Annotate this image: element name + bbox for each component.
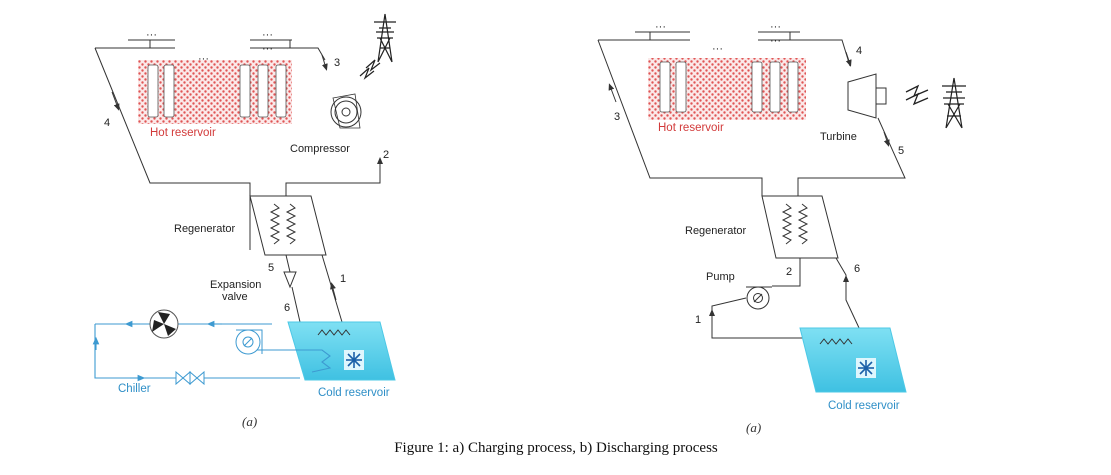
arrow-3a xyxy=(321,54,328,71)
expansion-label-2: valve xyxy=(222,291,248,303)
turbine-label: Turbine xyxy=(820,131,857,143)
sublabel-a: (a) xyxy=(242,414,257,429)
pump-label: Pump xyxy=(706,271,735,283)
state-5b: 5 xyxy=(898,145,904,157)
hot-reservoir-label-a: Hot reservoir xyxy=(150,127,216,139)
header-pipes-b: ··· ··· ··· ··· xyxy=(635,21,800,55)
regenerator-label-a: Regenerator xyxy=(174,223,235,235)
dots-a2: ··· xyxy=(262,29,273,41)
figure-caption: Figure 1: a) Charging process, b) Discha… xyxy=(394,440,718,456)
state-3b: 3 xyxy=(614,111,620,123)
cold-reservoir-a xyxy=(287,321,396,381)
dots-a1: ··· xyxy=(146,29,157,41)
cold-coil-b xyxy=(819,338,853,345)
dots-b2: ··· xyxy=(770,21,781,33)
expansion-label-1: Expansion xyxy=(210,279,261,291)
dots-b3: ··· xyxy=(712,43,723,55)
pylon-icon-b xyxy=(942,77,966,129)
arrow-4b xyxy=(845,51,852,67)
line-1-a xyxy=(321,254,343,323)
state-4b: 4 xyxy=(856,45,862,57)
header-pipes-a: ··· ··· ··· ··· xyxy=(128,29,292,65)
hot-reservoir-label-b: Hot reservoir xyxy=(658,122,724,134)
dots-a4: ··· xyxy=(262,43,273,55)
turbine-icon xyxy=(847,73,887,119)
hot-reservoir-a xyxy=(138,60,292,124)
line-2-b xyxy=(772,258,801,287)
lightning-icon xyxy=(359,59,381,80)
line-5-6-a xyxy=(285,254,301,323)
snowflake-icon-b xyxy=(856,358,876,378)
state-1a: 1 xyxy=(340,273,346,285)
panel-a-charging: ··· ··· ··· ··· Hot reservoir Compressor xyxy=(92,13,396,429)
loop-b-right xyxy=(797,117,906,196)
state-5a: 5 xyxy=(268,262,274,274)
state-6b: 6 xyxy=(854,263,860,275)
loop-b-left xyxy=(597,39,763,196)
chiller-label: Chiller xyxy=(118,383,151,395)
arrow-4a xyxy=(111,91,120,111)
cold-reservoir-b xyxy=(799,327,907,393)
hot-reservoir-b xyxy=(648,58,806,120)
state-2a: 2 xyxy=(383,149,389,161)
dots-b4: ··· xyxy=(770,35,781,47)
loop-a-top xyxy=(95,40,326,61)
arrow-1a xyxy=(330,282,337,301)
storage-tubes-b xyxy=(659,61,799,113)
chiller-loop xyxy=(92,320,332,382)
pump-icon-b xyxy=(746,286,772,310)
pylon-icon xyxy=(374,13,396,63)
loop-a-left xyxy=(94,47,251,250)
arrow-5b xyxy=(883,131,890,147)
dots-b1: ··· xyxy=(655,21,666,33)
fan-icon xyxy=(149,309,179,339)
storage-tubes-a xyxy=(147,64,287,118)
compressor-label: Compressor xyxy=(290,143,350,155)
state-6a: 6 xyxy=(284,302,290,314)
compressor-icon xyxy=(330,93,362,129)
loop-a-right xyxy=(285,160,381,196)
regenerator-a xyxy=(249,195,327,256)
sublabel-b: (a) xyxy=(746,420,761,435)
expansion-valve-icon xyxy=(283,271,297,289)
regenerator-label-b: Regenerator xyxy=(685,225,746,237)
pylon-box xyxy=(934,74,974,132)
regenerator-b xyxy=(761,195,839,259)
dots-a3: ··· xyxy=(198,53,209,65)
panel-b-discharging: ··· ··· ··· ··· Hot reservoir Turbine xyxy=(597,21,974,435)
state-3a: 3 xyxy=(334,57,340,69)
lightning-icon-b xyxy=(905,84,929,106)
state-4a: 4 xyxy=(104,117,110,129)
state-1b: 1 xyxy=(695,314,701,326)
state-2b: 2 xyxy=(786,266,792,278)
valve-icon xyxy=(175,370,205,386)
cold-reservoir-label-a: Cold reservoir xyxy=(318,387,390,399)
cold-coil-a xyxy=(317,329,351,336)
snowflake-icon xyxy=(344,350,364,370)
cold-reservoir-label-b: Cold reservoir xyxy=(828,400,900,412)
arrow-3b xyxy=(608,83,617,103)
pump-icon xyxy=(235,329,263,355)
